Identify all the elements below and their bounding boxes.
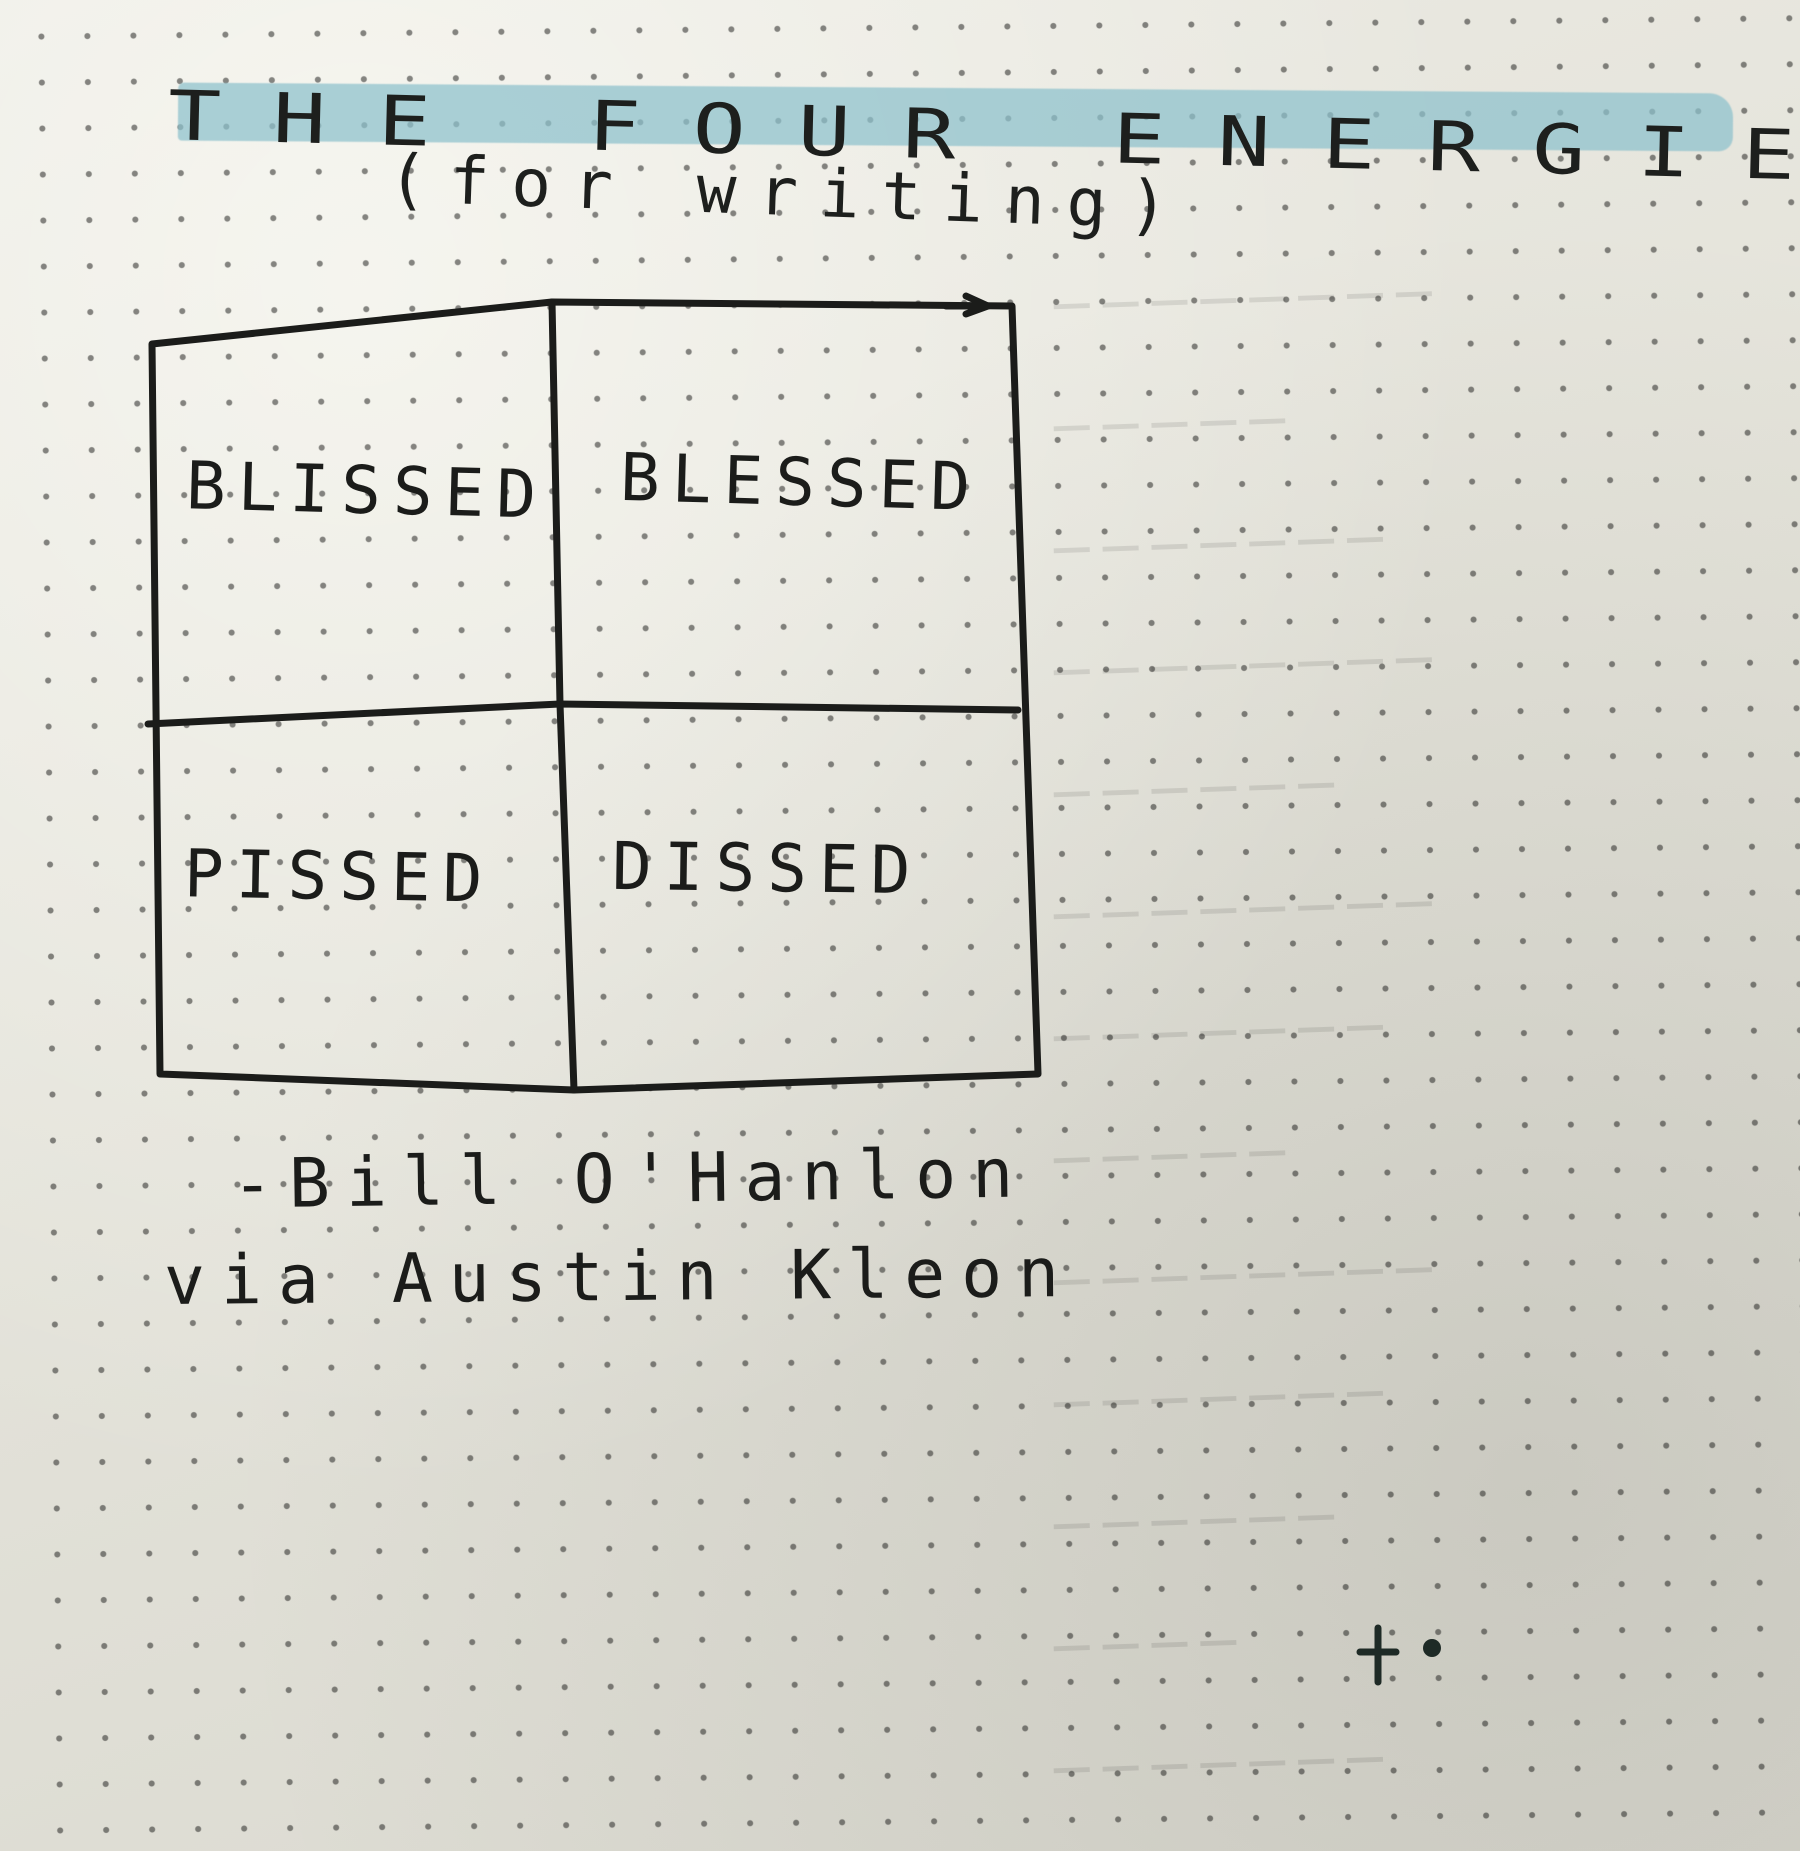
quadrant-bottom-right: DISSED xyxy=(611,827,923,910)
grid-corner-arrow xyxy=(942,292,992,318)
quadrant-top-left: BLISSED xyxy=(185,447,550,534)
attribution-source: via Austin Kleon xyxy=(163,1234,1076,1321)
quadrant-bottom-left: PISSED xyxy=(183,835,496,918)
quadrant-top-right: BLESSED xyxy=(618,438,984,527)
grid-outer-border xyxy=(148,298,1042,1094)
ink-blot-mark xyxy=(1356,1624,1441,1686)
grid-horizontal-divider xyxy=(144,700,1022,728)
grid-vertical-divider xyxy=(548,298,578,1094)
attribution-author: -Bill O'Hanlon xyxy=(231,1134,1030,1225)
